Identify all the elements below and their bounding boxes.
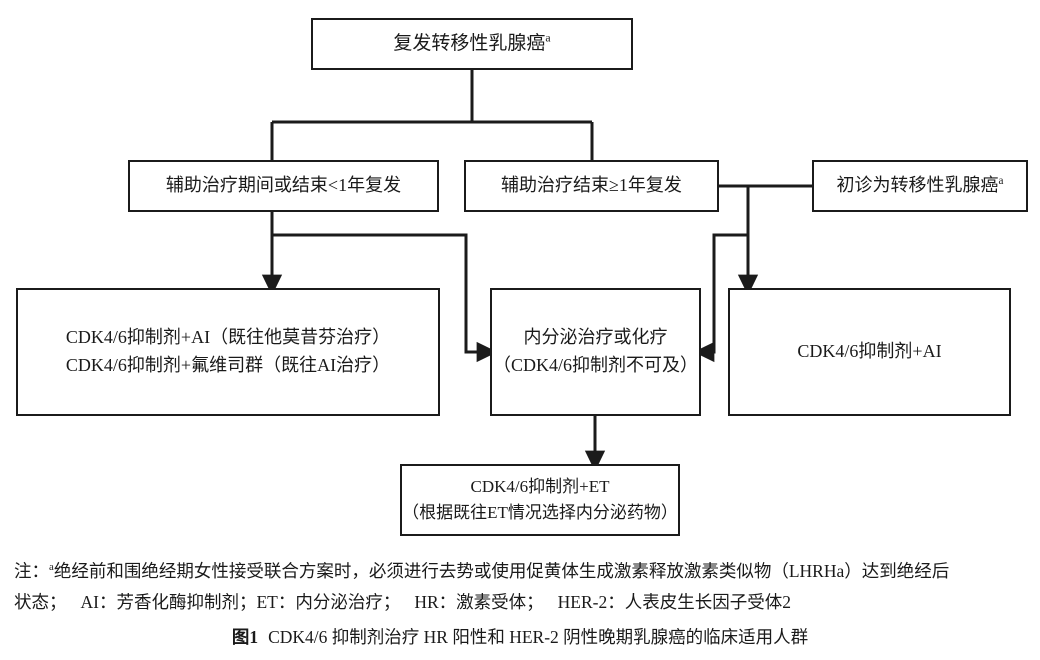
footnote-marker-a: a: [49, 561, 54, 574]
footnote-marker-a: a: [545, 31, 551, 45]
node-cdk-inhibitor-plus-ai: CDK4/6抑制剂+AI: [728, 288, 1011, 416]
abbrev-her2: HER-2：人表皮生长因子受体2: [557, 592, 791, 613]
caption-text: CDK4/6 抑制剂治疗 HR 阳性和 HER-2 阴性晚期乳腺癌的临床适用人群: [268, 627, 809, 647]
node-adjuvant-during-or-lt-1y: 辅助治疗期间或结束<1年复发: [128, 160, 439, 212]
node-recurrent-metastatic-breast-cancer: 复发转移性乳腺癌a: [311, 18, 633, 70]
node-adjuvant-after-line-1: 辅助治疗结束≥1年复发: [501, 175, 682, 196]
node-de-novo-metastatic: 初诊为转移性乳腺癌a: [812, 160, 1028, 212]
node-endocrine-or-chemotherapy: 内分泌治疗或化疗 （CDK4/6抑制剂不可及）: [490, 288, 701, 416]
node-endocrine-line-1: 内分泌治疗或化疗: [523, 327, 668, 348]
abbrev-hr: HR：激素受体；: [414, 592, 544, 613]
node-cdk-inhibitor-plus-et: CDK4/6抑制剂+ET （根据既往ET情况选择内分泌药物）: [400, 464, 680, 536]
abbrev-et: ET：内分泌治疗；: [256, 592, 401, 613]
node-cdk-left-line-2: CDK4/6抑制剂+氟维司群（既往AI治疗）: [65, 355, 391, 375]
node-cdk-right-line-1: CDK4/6抑制剂+AI: [797, 341, 942, 362]
note-line2-prefix: 状态；: [14, 592, 67, 613]
note-line-2: 状态； AI：芳香化酶抑制剂；ET：内分泌治疗； HR：激素受体； HER-2：人表皮…: [14, 587, 1030, 618]
node-cdk-et-line-2: （根据既往ET情况选择内分泌药物）: [402, 503, 678, 522]
caption-number: 图1: [231, 627, 259, 647]
node-recurrent-line-1: 复发转移性乳腺癌a: [393, 31, 551, 55]
node-cdk-et-line-1: CDK4/6抑制剂+ET: [470, 476, 610, 496]
footnote-marker-a: a: [998, 175, 1004, 188]
node-endocrine-line-2: （CDK4/6抑制剂不可及）: [492, 355, 698, 375]
figure-caption: 图1 CDK4/6 抑制剂治疗 HR 阳性和 HER-2 阴性晚期乳腺癌的临床适用…: [0, 624, 1040, 649]
abbrev-ai: AI：芳香化酶抑制剂；: [80, 592, 257, 613]
note-line-1: 注：a绝经前和围绝经期女性接受联合方案时，必须进行去势或使用促黄体生成激素释放激…: [14, 556, 1030, 587]
node-cdk-inhibitor-left: CDK4/6抑制剂+AI（既往他莫昔芬治疗） CDK4/6抑制剂+氟维司群（既往…: [16, 288, 440, 416]
node-de-novo-line-1: 初诊为转移性乳腺癌a: [836, 175, 1004, 196]
node-adjuvant-after-ge-1y: 辅助治疗结束≥1年复发: [464, 160, 719, 212]
note-label: 注：: [14, 561, 49, 581]
node-cdk-left-line-1: CDK4/6抑制剂+AI（既往他莫昔芬治疗）: [65, 327, 391, 348]
node-adjuvant-during-line-1: 辅助治疗期间或结束<1年复发: [165, 175, 402, 196]
figure-notes: 注：a绝经前和围绝经期女性接受联合方案时，必须进行去势或使用促黄体生成激素释放激…: [14, 556, 1030, 618]
note-text-1: 绝经前和围绝经期女性接受联合方案时，必须进行去势或使用促黄体生成激素释放激素类似…: [53, 561, 950, 581]
